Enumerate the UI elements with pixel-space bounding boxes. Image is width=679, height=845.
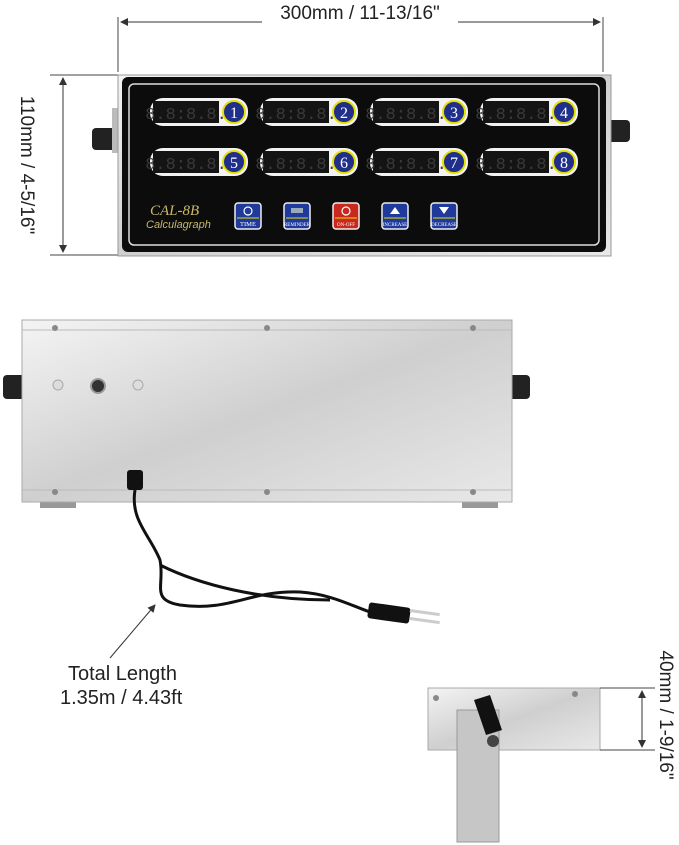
increase-button[interactable]: INCREASE xyxy=(381,202,409,230)
height-dimension: 110mm / 4-5/16" xyxy=(5,72,118,258)
triangle-up-icon xyxy=(390,207,400,214)
cord-length-value: 1.35m / 4.43ft xyxy=(60,687,183,709)
side-view xyxy=(427,687,601,843)
timer-number: 5 xyxy=(230,155,238,172)
timer-display: 8.8:8.8. xyxy=(145,156,227,175)
timer-6[interactable]: 8.8:8.8.6 xyxy=(255,148,358,176)
timer-2[interactable]: 8.8:8.8.2 xyxy=(255,98,358,126)
width-label: 300mm / 11-13/16" xyxy=(280,3,440,24)
timer-7[interactable]: 8.8:8.8.7 xyxy=(365,148,468,176)
back-view xyxy=(3,319,530,659)
timer-4[interactable]: 8.8:8.8.4 xyxy=(475,98,578,126)
power-icon xyxy=(341,206,351,216)
button-label: TIME xyxy=(240,221,256,228)
timer-number-badge xyxy=(552,100,576,124)
cord-strain-relief xyxy=(127,470,143,490)
brand-label: Calculagraph xyxy=(146,219,211,231)
timer-number: 8 xyxy=(560,155,568,172)
timer-number-badge xyxy=(222,100,246,124)
timer-1[interactable]: 8.8:8.8.1 xyxy=(145,98,248,126)
timer-display: 8.8:8.8. xyxy=(365,156,447,175)
timer-number: 4 xyxy=(560,105,568,122)
plug xyxy=(367,602,411,624)
cord-length-pointer xyxy=(109,604,156,659)
keyboard-icon xyxy=(291,208,303,213)
timer-number: 7 xyxy=(450,155,458,172)
height-label: 110mm / 4-5/16" xyxy=(16,96,37,234)
timer-number-badge xyxy=(332,150,356,174)
depth-label: 40mm / 1-9/16" xyxy=(655,650,676,779)
button-label: REMINDER xyxy=(284,223,311,228)
on-off-button[interactable]: ON-OFF xyxy=(332,202,360,230)
timer-number: 2 xyxy=(340,105,348,122)
timer-number: 3 xyxy=(450,105,458,122)
back-right-knob xyxy=(508,375,530,399)
timer-5[interactable]: 8.8:8.8.5 xyxy=(145,148,248,176)
back-left-knob xyxy=(3,375,25,399)
triangle-down-icon xyxy=(439,207,449,214)
reminder-button[interactable]: REMINDER xyxy=(283,202,311,230)
button-label: ON-OFF xyxy=(337,223,355,228)
depth-dimension: 40mm / 1-9/16" xyxy=(600,650,676,780)
timer-number: 1 xyxy=(230,105,238,122)
button-label: INCREASE xyxy=(383,223,407,228)
time-button[interactable]: TIME xyxy=(234,202,262,230)
timer-number-badge xyxy=(332,100,356,124)
clock-icon xyxy=(243,206,253,216)
timer-number-badge xyxy=(442,150,466,174)
timer-8[interactable]: 8.8:8.8.8 xyxy=(475,148,578,176)
model-label: CAL-8B xyxy=(150,203,199,219)
timer-3[interactable]: 8.8:8.8.3 xyxy=(365,98,468,126)
timer-display: 8.8:8.8. xyxy=(365,106,447,125)
timer-number-badge xyxy=(442,100,466,124)
timer-number: 6 xyxy=(340,155,348,172)
timer-display: 8.8:8.8. xyxy=(145,106,227,125)
timer-display: 8.8:8.8. xyxy=(255,106,337,125)
decrease-button[interactable]: DECREASE xyxy=(430,202,458,230)
side-knob xyxy=(474,695,502,735)
cord-length-title: Total Length xyxy=(68,663,177,685)
timer-number-badge xyxy=(552,150,576,174)
button-label: DECREASE xyxy=(431,223,457,228)
timer-display: 8.8:8.8. xyxy=(475,156,557,175)
left-knob xyxy=(92,128,118,150)
power-cord xyxy=(132,489,371,614)
timer-number-badge xyxy=(222,150,246,174)
timer-display: 8.8:8.8. xyxy=(255,156,337,175)
width-dimension: 300mm / 11-13/16" xyxy=(117,2,604,72)
timer-display: 8.8:8.8. xyxy=(475,106,557,125)
